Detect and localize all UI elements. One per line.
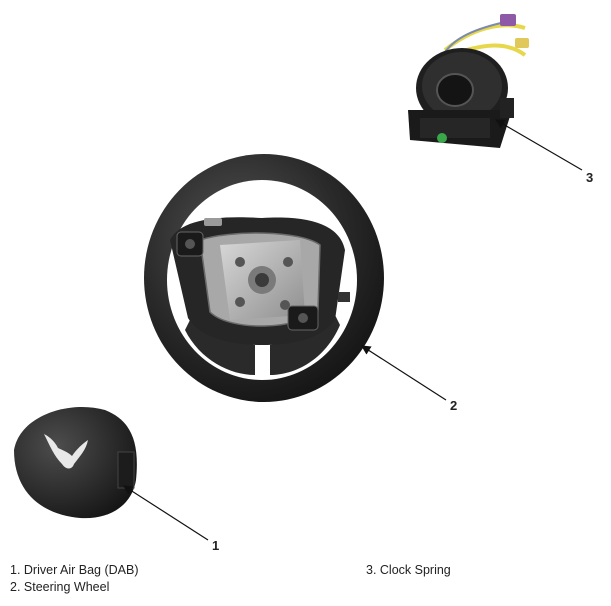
legend-right: 3. Clock Spring bbox=[366, 562, 451, 579]
legend-left: 1. Driver Air Bag (DAB) 2. Steering Whee… bbox=[10, 562, 139, 596]
steering-wheel bbox=[144, 154, 384, 402]
callout-3: 3 bbox=[586, 170, 593, 185]
green-marker bbox=[437, 133, 447, 143]
clock-spring bbox=[408, 14, 529, 148]
leader-line-steering-wheel bbox=[360, 345, 447, 401]
leader-line-clock-spring bbox=[494, 119, 583, 171]
legend-item-steering-wheel: 2. Steering Wheel bbox=[10, 580, 110, 594]
wing-emblem-icon bbox=[44, 434, 88, 469]
callout-2: 2 bbox=[450, 398, 457, 413]
legend-item-airbag: 1. Driver Air Bag (DAB) bbox=[10, 563, 139, 577]
leader-line-airbag bbox=[122, 485, 209, 541]
legend-item-clock-spring: 3. Clock Spring bbox=[366, 563, 451, 577]
yellow-connector bbox=[515, 38, 529, 48]
purple-connector bbox=[500, 14, 516, 26]
callout-1: 1 bbox=[212, 538, 219, 553]
driver-air-bag bbox=[14, 406, 137, 519]
